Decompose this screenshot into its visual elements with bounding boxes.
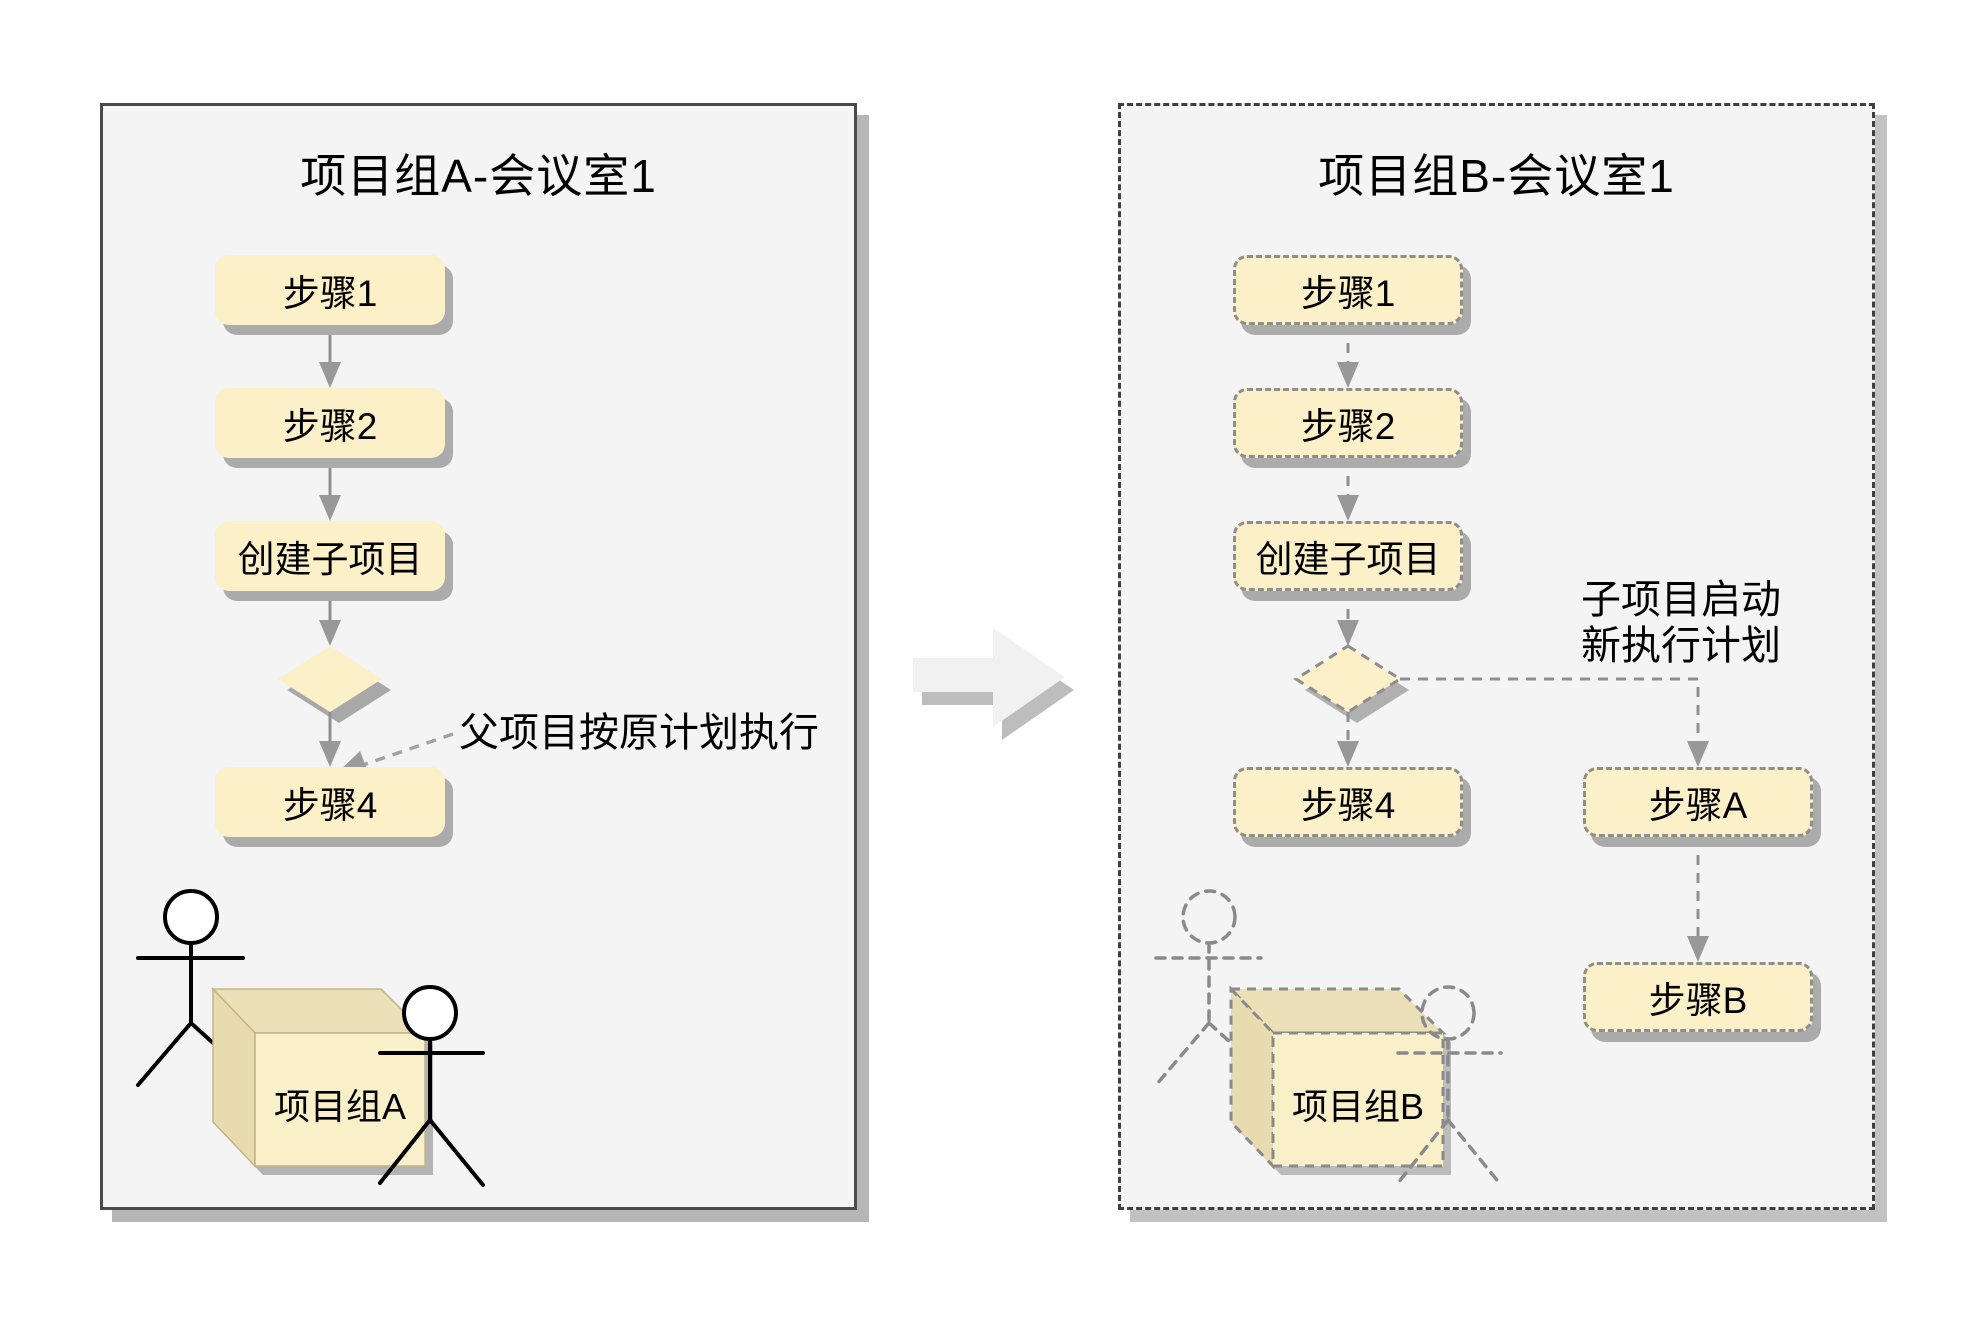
connector-decision-step4 [319,712,341,767]
stick-figure-b1 [1154,889,1263,1087]
connector-decision-step4 [1337,712,1359,767]
node-step2-a: 步骤2 [215,388,445,458]
panel-a-title: 项目组A-会议室1 [300,150,657,202]
arrowhead-down-icon [319,495,341,521]
transition-arrow-icon [913,628,1074,740]
annotation-line-1: 子项目启动 [1581,578,1781,622]
arrowhead-down-icon [1337,620,1359,646]
figure-head [1420,985,1476,1041]
panel-b-title: 项目组B-会议室1 [1318,150,1675,202]
connector-step1-step2 [1337,325,1359,388]
arrowhead-down-icon [319,741,341,767]
connector-decision-stepA [1400,677,1709,767]
node-step1-b: 步骤1 [1233,255,1463,325]
node-step4-b: 步骤4 [1233,767,1463,837]
decision-diamond [1293,644,1403,714]
node-create-subproject-b: 创建子项目 [1233,521,1463,591]
cube-top-face [211,988,427,1034]
panel-group-b: 项目组B-会议室1 [1118,103,1875,1210]
figure-head [402,985,458,1041]
node-stepB-b: 步骤B [1583,962,1813,1032]
connector-step2-create [319,458,341,521]
annotation-line-2: 新执行计划 [1581,624,1781,668]
node-step1-a: 步骤1 [215,255,445,325]
node-step4-a: 步骤4 [215,767,445,837]
decision-diamond-shadow [287,657,391,723]
block-arrow-shadow [922,641,1074,740]
connector-stepA-stepB [1687,837,1709,962]
arrowhead-down-icon [1337,362,1359,388]
cube-label-a: 项目组A [273,1086,406,1127]
decision-diamond [278,646,382,712]
arrowhead-down-icon [1337,741,1359,767]
stick-figure-a1 [136,889,245,1087]
cube-left-face [1229,985,1275,1170]
cube-top-face [1227,987,1447,1035]
connector-step2-create [1337,458,1359,521]
node-stepA-b: 步骤A [1583,767,1813,837]
block-arrow-right-icon [913,628,1065,727]
annotation-subproject-plan: 子项目启动 新执行计划 [1581,577,1781,669]
node-create-subproject-a: 创建子项目 [215,521,445,591]
connector-create-decision [319,591,341,646]
figure-head [1181,889,1237,945]
arrowhead-down-icon [319,620,341,646]
annotation-parent-plan: 父项目按原计划执行 [459,711,819,755]
arrowhead-down-icon [1687,936,1709,962]
connector-step1-step2 [319,325,341,388]
cube-left-face [212,987,256,1168]
decision-diamond-shadow [1305,657,1409,723]
arrowhead-down-icon [1337,495,1359,521]
arrowhead-down-icon [1687,741,1709,767]
cube-label-b: 项目组B [1291,1086,1424,1127]
connector-create-decision [1337,591,1359,646]
arrowhead-down-icon [319,362,341,388]
figure-head [163,889,219,945]
node-step2-b: 步骤2 [1233,388,1463,458]
panel-group-a: 项目组A-会议室1 [100,103,857,1210]
